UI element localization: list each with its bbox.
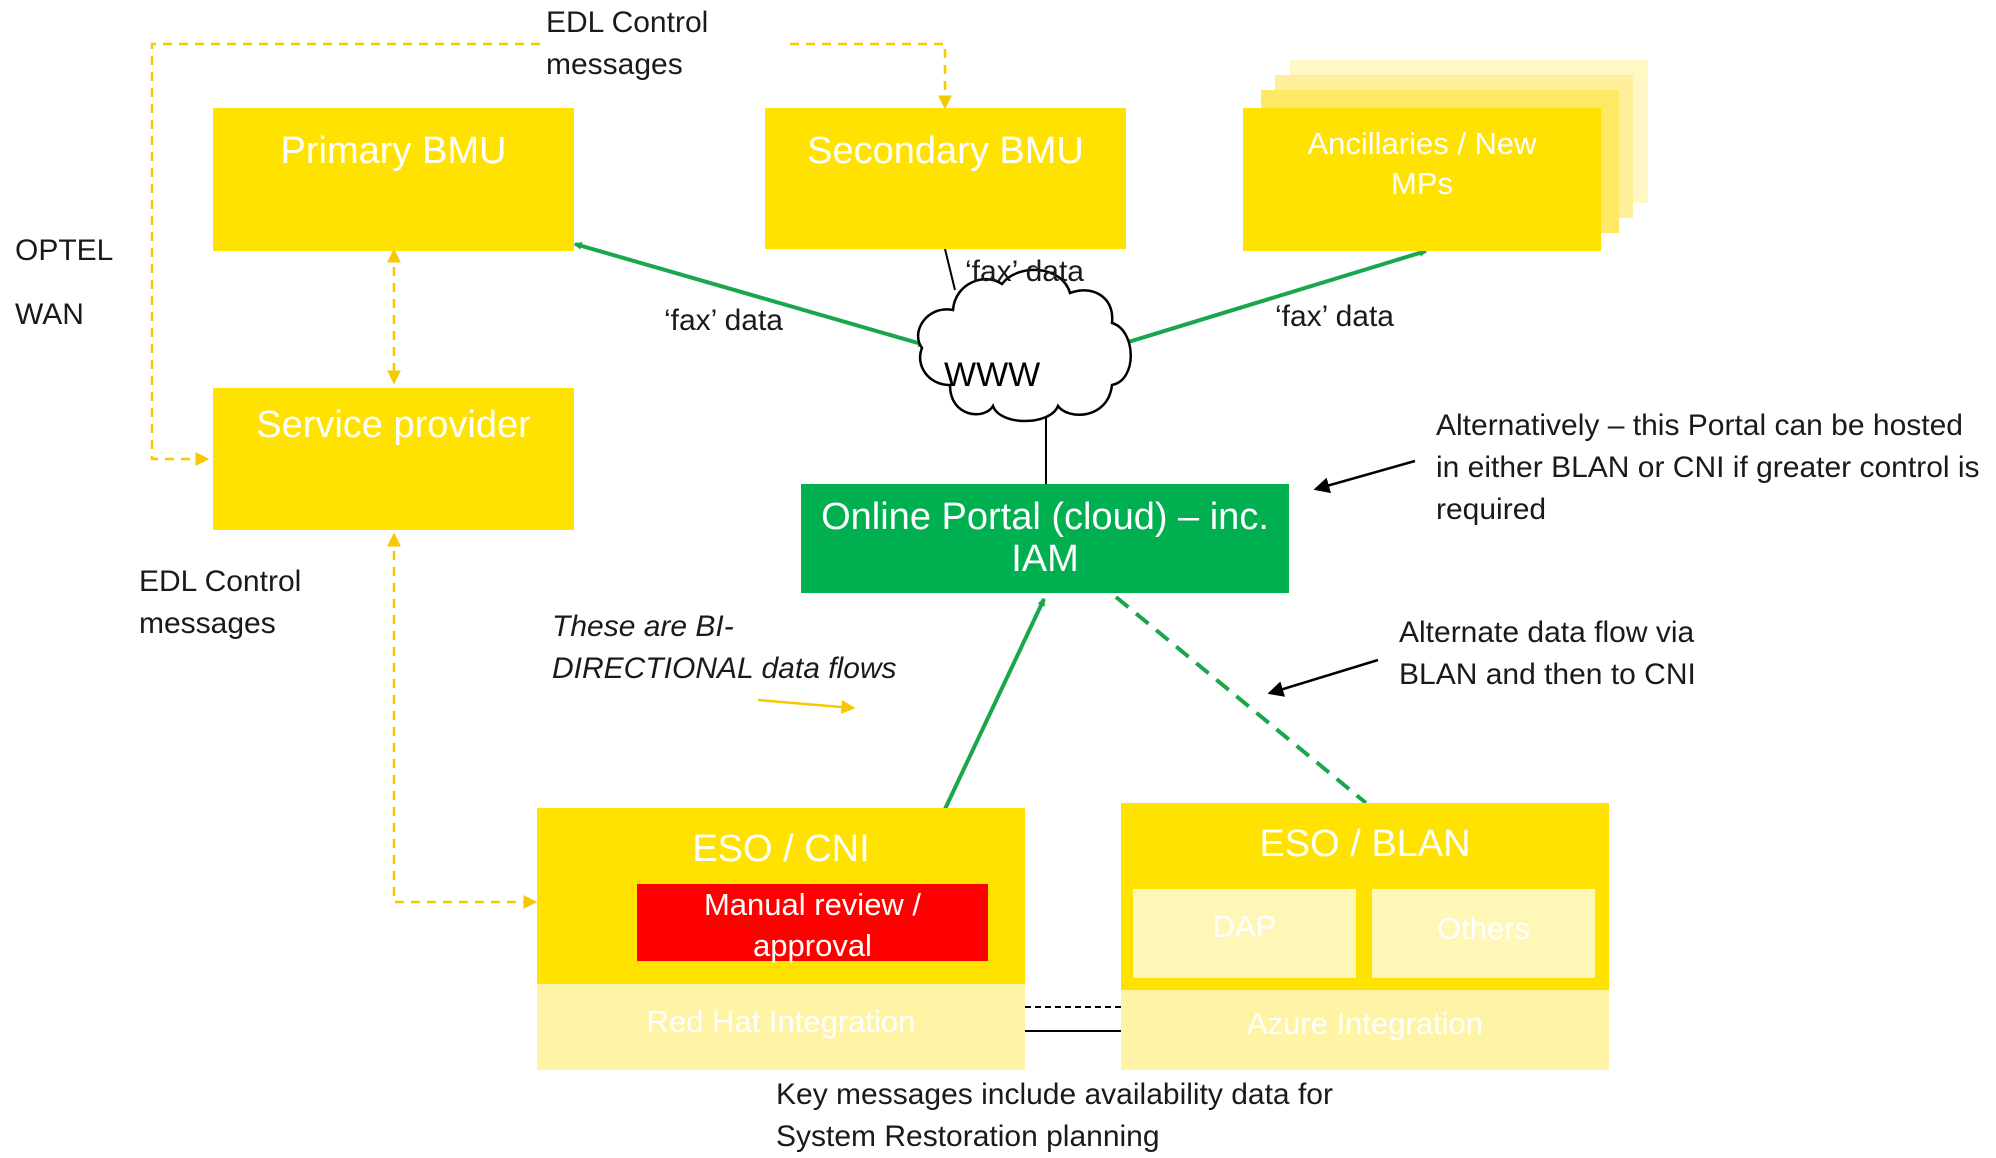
dap-label: DAP xyxy=(1212,909,1277,944)
service-provider-box[interactable]: Service provider xyxy=(213,388,574,530)
alternate-flow-note: Alternate data flow via BLAN and then to… xyxy=(1399,616,1696,691)
azure-integration-box[interactable]: Azure Integration xyxy=(1121,990,1609,1070)
eso-blan-label: ESO / BLAN xyxy=(1259,823,1471,865)
dap-box[interactable]: DAP xyxy=(1133,889,1356,978)
portal-blan-dashed-flow xyxy=(1114,595,1368,805)
edl-control-label-left: EDL Control messages xyxy=(139,565,302,640)
edl-control-dashed-path xyxy=(150,42,540,466)
bidirectional-note: These are BI-DIRECTIONAL data flows xyxy=(552,610,897,685)
ancillaries-box[interactable]: Ancillaries / New MPs xyxy=(1243,108,1601,251)
secondary-www-connector xyxy=(944,248,956,291)
callout-arrow xyxy=(1313,459,1416,494)
fax-flow-arrow xyxy=(573,242,927,347)
manual-review-box[interactable]: Manual review / approval xyxy=(637,884,988,963)
ancillaries-label: Ancillaries / New MPs xyxy=(1307,126,1537,201)
secondary-bmu-label: Secondary BMU xyxy=(807,130,1084,172)
alternative-portal-note: Alternatively – this Portal can be hoste… xyxy=(1436,409,1980,526)
fax-data-label: ‘fax’ data xyxy=(965,255,1084,288)
fax-data-label: ‘fax’ data xyxy=(1275,300,1394,333)
wan-label: WAN xyxy=(15,298,84,331)
primary-bmu-box[interactable]: Primary BMU xyxy=(213,108,574,251)
azure-integration-label: Azure Integration xyxy=(1246,1006,1484,1041)
service-eso-dashed-arrow xyxy=(387,532,538,909)
fax-flow-arrow xyxy=(1110,249,1428,349)
legend-yellow-arrow xyxy=(757,698,856,714)
red-hat-integration-box[interactable]: Red Hat Integration xyxy=(537,984,1025,1070)
edl-control-label-top: EDL Control messages xyxy=(546,6,709,81)
eso-cni-label: ESO / CNI xyxy=(692,828,870,870)
others-label: Others xyxy=(1436,911,1531,946)
primary-bmu-label: Primary BMU xyxy=(280,130,507,172)
online-portal-label: Online Portal (cloud) – inc. IAM xyxy=(821,496,1269,580)
service-provider-label: Service provider xyxy=(256,404,531,446)
callout-arrow xyxy=(1267,658,1379,697)
others-box[interactable]: Others xyxy=(1372,889,1595,978)
secondary-bmu-box[interactable]: Secondary BMU xyxy=(765,108,1126,249)
edl-control-dashed-path xyxy=(790,42,952,110)
optel-label: OPTEL xyxy=(15,234,114,267)
red-hat-integration-label: Red Hat Integration xyxy=(646,1004,916,1039)
www-label: WWW xyxy=(944,356,1041,394)
key-messages-note: Key messages include availability data f… xyxy=(776,1078,1333,1153)
fax-data-label: ‘fax’ data xyxy=(664,304,783,337)
manual-review-label: Manual review / approval xyxy=(703,887,922,963)
cloud-icon xyxy=(916,268,1132,423)
online-portal-box[interactable]: Online Portal (cloud) – inc. IAM xyxy=(801,484,1289,593)
